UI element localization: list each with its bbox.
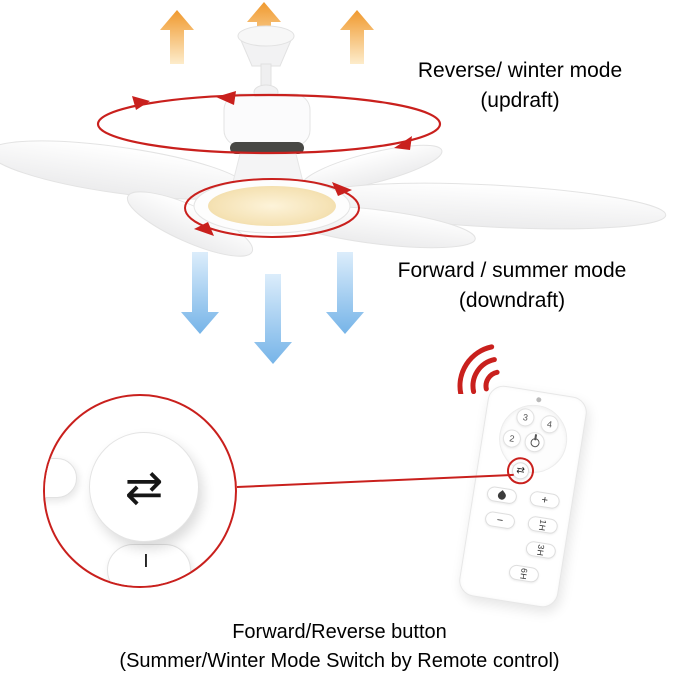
magnified-adjacent-button-bottom: |: [107, 544, 191, 586]
timer-label: 6H: [518, 566, 530, 581]
callout-connector-line: [236, 473, 514, 488]
brightness-plus-button: +: [528, 490, 561, 510]
power-button: [523, 430, 547, 454]
light-button: [485, 485, 518, 505]
fan-body: [223, 25, 311, 187]
rotation-ellipse-light: [184, 178, 360, 238]
ir-led: [535, 396, 542, 403]
remote-control: 3 4 2 ⇄ + − 1H 3H: [456, 383, 590, 610]
rotation-arrowhead: [216, 91, 236, 105]
reverse-icon: ⇄: [124, 460, 164, 514]
timer-button-6h: 6H: [507, 563, 540, 584]
bottom-caption: Forward/Reverse button (Summer/Winter Mo…: [0, 618, 679, 675]
magnified-forward-reverse-button: ⇄: [89, 432, 199, 542]
ceiling-fan-illustration: [0, 2, 667, 364]
rotation-annotation: [96, 91, 442, 238]
downdraft-arrow-right: [326, 252, 364, 334]
caption-line2: (Summer/Winter Mode Switch by Remote con…: [119, 650, 560, 672]
fan-blades: [0, 140, 667, 257]
rotation-arrowhead: [332, 182, 352, 196]
speed-button-3: 3: [515, 407, 536, 428]
minus-label: −: [495, 513, 505, 527]
tick-mark: |: [144, 551, 148, 567]
timer-button-3h: 3H: [524, 540, 557, 560]
power-icon: [529, 437, 540, 448]
timer-button-1h: 1H: [526, 515, 559, 535]
light-kit: [193, 178, 351, 234]
speed-button-label: 3: [522, 412, 529, 423]
rotation-arrowhead: [394, 136, 412, 150]
motor-housing: [223, 93, 311, 147]
rotation-arrowhead: [132, 96, 150, 110]
forward-mode-line1: Forward / summer mode: [397, 259, 627, 282]
reverse-mode-line2: (updraft): [480, 89, 560, 112]
light-droplet-icon: [496, 489, 508, 501]
brightness-minus-button: −: [484, 510, 516, 530]
downdraft-arrow-center: [254, 274, 292, 364]
forward-mode-line2: (downdraft): [458, 289, 566, 312]
caption-line1: Forward/Reverse button: [232, 621, 447, 643]
updraft-arrow-left: [160, 10, 194, 64]
forward-mode-label: Forward / summer mode (downdraft): [372, 256, 652, 316]
downdraft-arrows: [181, 252, 364, 364]
updraft-arrow-right: [340, 10, 374, 64]
wireless-signal-icon: [457, 344, 500, 394]
rotation-ellipse-large: [96, 93, 442, 155]
magnifier-circle: | ⇄: [43, 394, 237, 588]
reverse-mode-line1: Reverse/ winter mode: [417, 59, 623, 82]
timer-label: 3H: [534, 543, 547, 557]
rotation-arrowhead: [194, 222, 214, 236]
reverse-mode-label: Reverse/ winter mode (updraft): [380, 56, 660, 116]
light-glow: [208, 186, 336, 226]
speed-button-label: 4: [546, 418, 553, 430]
downdraft-arrow-left: [181, 252, 219, 334]
magnified-adjacent-button-left: [45, 458, 77, 498]
motor-ring: [230, 142, 304, 154]
speed-button-2: 2: [501, 428, 523, 449]
timer-label: 1H: [536, 518, 549, 532]
speed-button-4: 4: [539, 413, 560, 435]
plus-label: +: [540, 493, 549, 507]
speed-button-label: 2: [508, 433, 516, 444]
